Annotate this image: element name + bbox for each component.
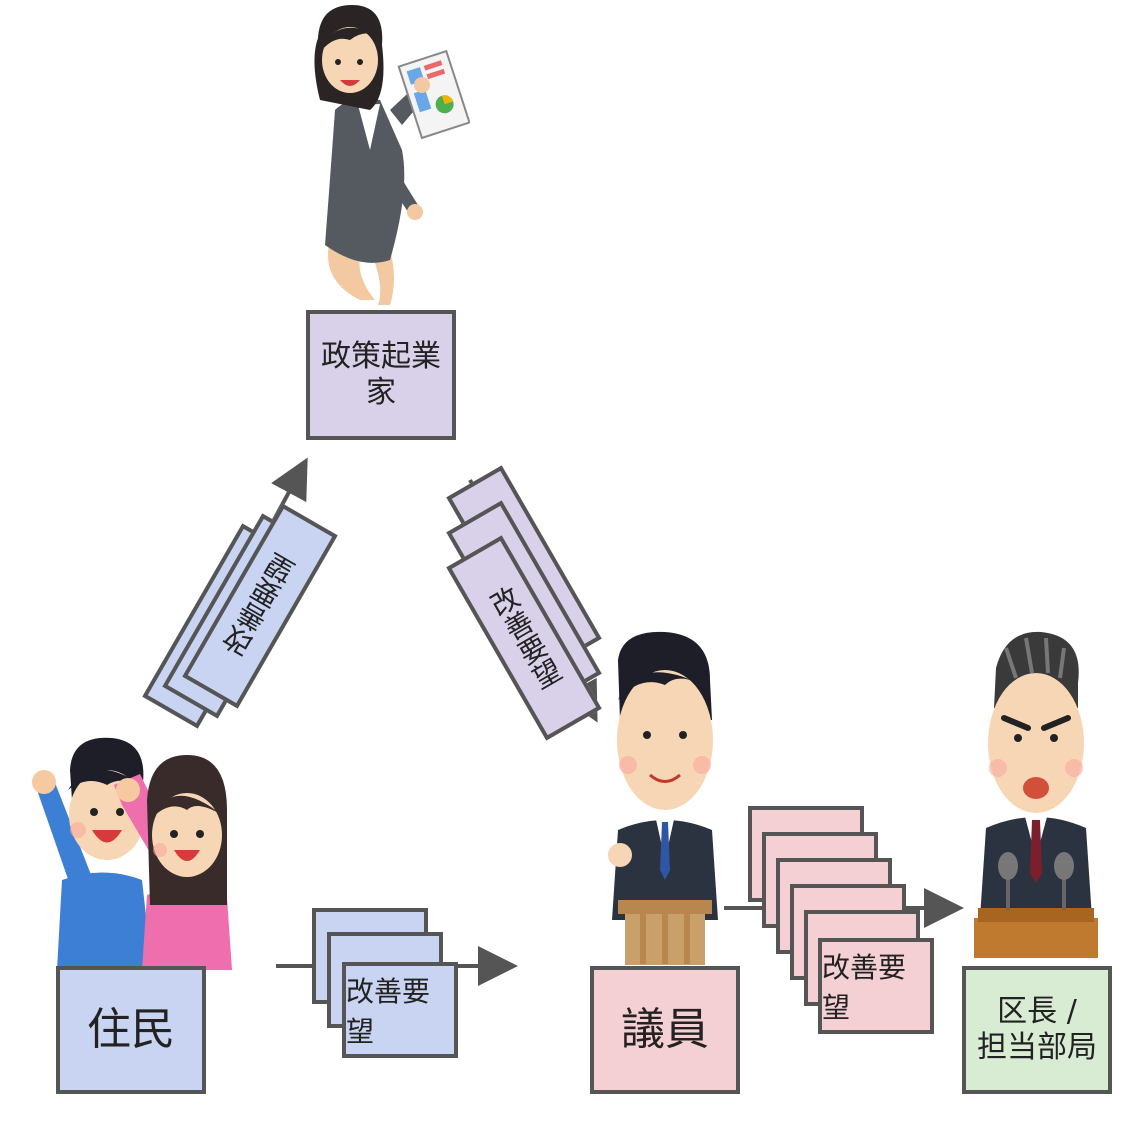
councilor-at-podium-icon	[608, 631, 718, 965]
node-label: 政策起業家	[321, 339, 441, 410]
request-card-front: 改善要望	[818, 938, 934, 1034]
node-resident: 住民	[56, 966, 206, 1094]
node-label: 議員	[621, 1003, 709, 1055]
woman-running-with-report-icon	[314, 5, 470, 305]
request-label: 改善要望	[346, 975, 431, 1048]
node-label-line1: 区長 /	[997, 994, 1077, 1029]
request-stack-entrepreneur-to-councilor: 改善要望	[446, 458, 602, 748]
node-policy-entrepreneur: 政策起業家	[306, 310, 456, 440]
request-stack-resident-to-entrepreneur: 改善要望	[142, 486, 338, 729]
node-label-line2: 担当部局	[977, 1030, 1097, 1065]
request-label: 改善要望	[822, 951, 907, 1024]
cheering-residents-icon	[32, 737, 232, 970]
request-card-front: 改善要望	[342, 962, 458, 1058]
node-ward-chief: 区長 / 担当部局	[962, 966, 1112, 1094]
node-councilor: 議員	[590, 966, 740, 1094]
ward-chief-at-podium-icon	[974, 631, 1098, 958]
node-label: 住民	[87, 1003, 175, 1055]
